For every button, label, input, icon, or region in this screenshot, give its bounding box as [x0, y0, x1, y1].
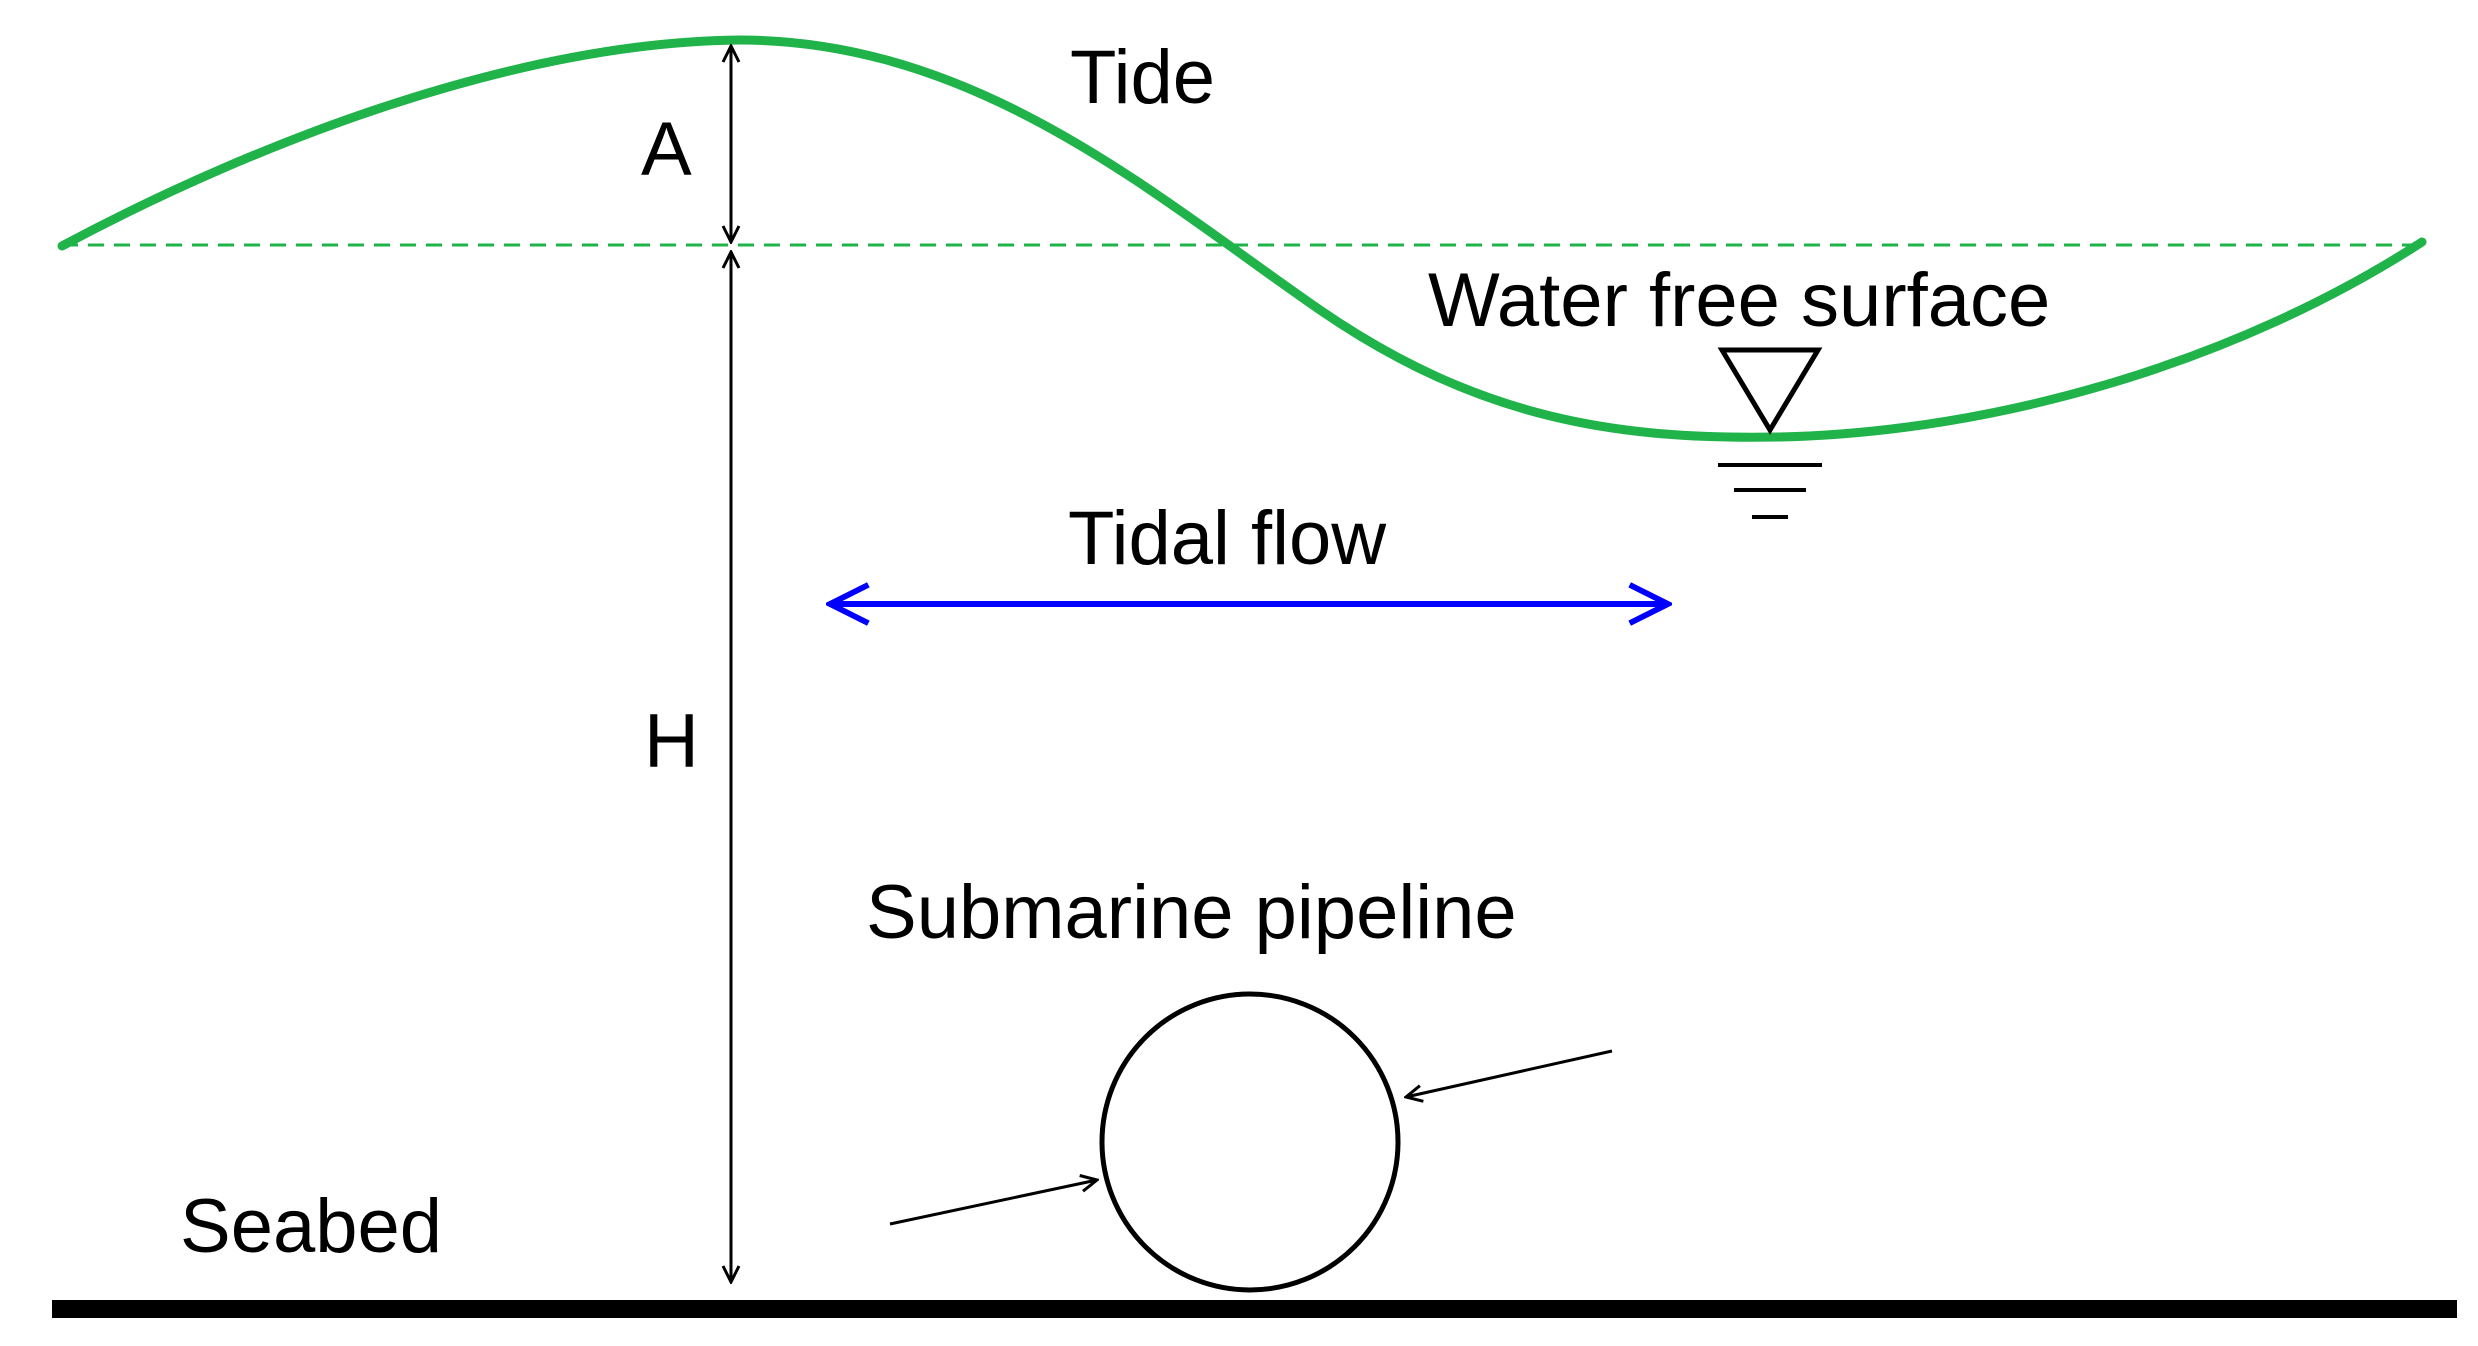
water-free-surface-label: Water free surface — [1428, 258, 2050, 343]
seabed-line — [52, 1300, 2457, 1318]
seabed-label: Seabed — [180, 1184, 442, 1269]
flow-arrow-right — [1406, 1049, 1613, 1097]
depth-label: H — [644, 699, 699, 784]
tidal-flow-label: Tidal flow — [1068, 496, 1387, 581]
flow-arrow-left — [889, 1180, 1097, 1226]
tide-wave-curve — [57, 35, 2427, 442]
submarine-pipeline-label: Submarine pipeline — [866, 870, 1517, 955]
water-level-marker-icon — [1717, 347, 1823, 519]
tide-label: Tide — [1070, 35, 1215, 120]
pipeline-circle-icon — [1099, 991, 1401, 1293]
amplitude-label: A — [641, 107, 692, 192]
